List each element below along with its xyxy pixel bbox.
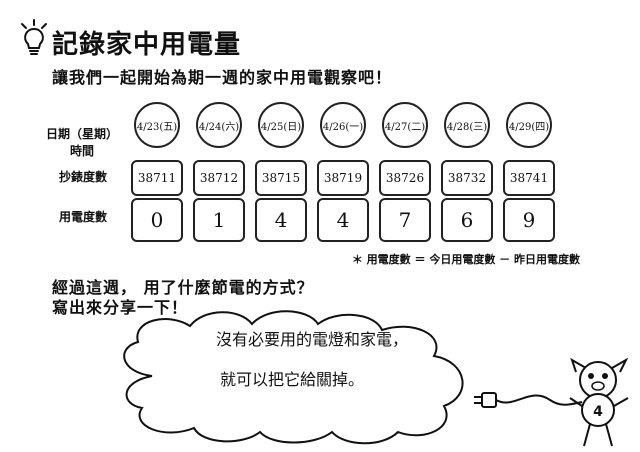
usage-cell: 9 bbox=[503, 198, 555, 242]
meter-cell: 38732 bbox=[441, 160, 493, 196]
date-circle: 4/26(一) bbox=[320, 102, 366, 148]
meter-cell: 38711 bbox=[131, 160, 183, 196]
plug-cord bbox=[474, 392, 583, 408]
meter-cell: 38741 bbox=[503, 160, 555, 196]
mascot-character: 4 bbox=[569, 358, 629, 447]
thought-cloud bbox=[123, 310, 464, 445]
usage-cell: 7 bbox=[379, 198, 431, 242]
meter-cell: 38712 bbox=[193, 160, 245, 196]
usage-cell: 1 bbox=[193, 198, 245, 242]
formula-note: ＊ 用電度數 ＝ 今日用電度數 － 昨日用電度數 bbox=[351, 253, 580, 266]
date-label: 日期（星期） bbox=[45, 127, 118, 141]
question-line-2: 寫出來分享一下！ bbox=[52, 298, 189, 317]
usage-cell: 4 bbox=[317, 198, 369, 242]
date-row-label: 日期（星期） 時間 bbox=[42, 126, 122, 160]
date-circle: 4/29(四) bbox=[506, 102, 552, 148]
date-circle: 4/24(六) bbox=[196, 102, 242, 148]
page-title: 記錄家中用電量 bbox=[52, 30, 242, 60]
answer-line-1: 沒有必要用的電燈和家電， bbox=[216, 330, 409, 349]
usage-row-label: 用電度數 bbox=[58, 210, 107, 224]
intro-text: 讓我們一起開始為期一週的家中用電觀察吧！ bbox=[52, 68, 393, 87]
meter-cell: 38719 bbox=[317, 160, 369, 196]
lightbulb-icon bbox=[21, 19, 47, 55]
mascot-number: 4 bbox=[593, 404, 603, 420]
usage-cell: 6 bbox=[441, 198, 493, 242]
date-circle: 4/25(日) bbox=[258, 102, 304, 148]
usage-cell: 0 bbox=[131, 198, 183, 242]
date-circle: 4/23(五) bbox=[134, 102, 180, 148]
time-label: 時間 bbox=[69, 144, 94, 158]
meter-cell: 38715 bbox=[255, 160, 307, 196]
usage-cell: 4 bbox=[255, 198, 307, 242]
date-circle: 4/27(二) bbox=[382, 102, 428, 148]
date-circle: 4/28(三) bbox=[444, 102, 490, 148]
answer-line-2: 就可以把它給關掉。 bbox=[220, 370, 365, 389]
meter-cell: 38726 bbox=[379, 160, 431, 196]
meter-row-label: 抄錶度數 bbox=[58, 170, 107, 184]
question-line-1: 經過這週， 用了什麼節電的方式？ bbox=[52, 278, 314, 297]
